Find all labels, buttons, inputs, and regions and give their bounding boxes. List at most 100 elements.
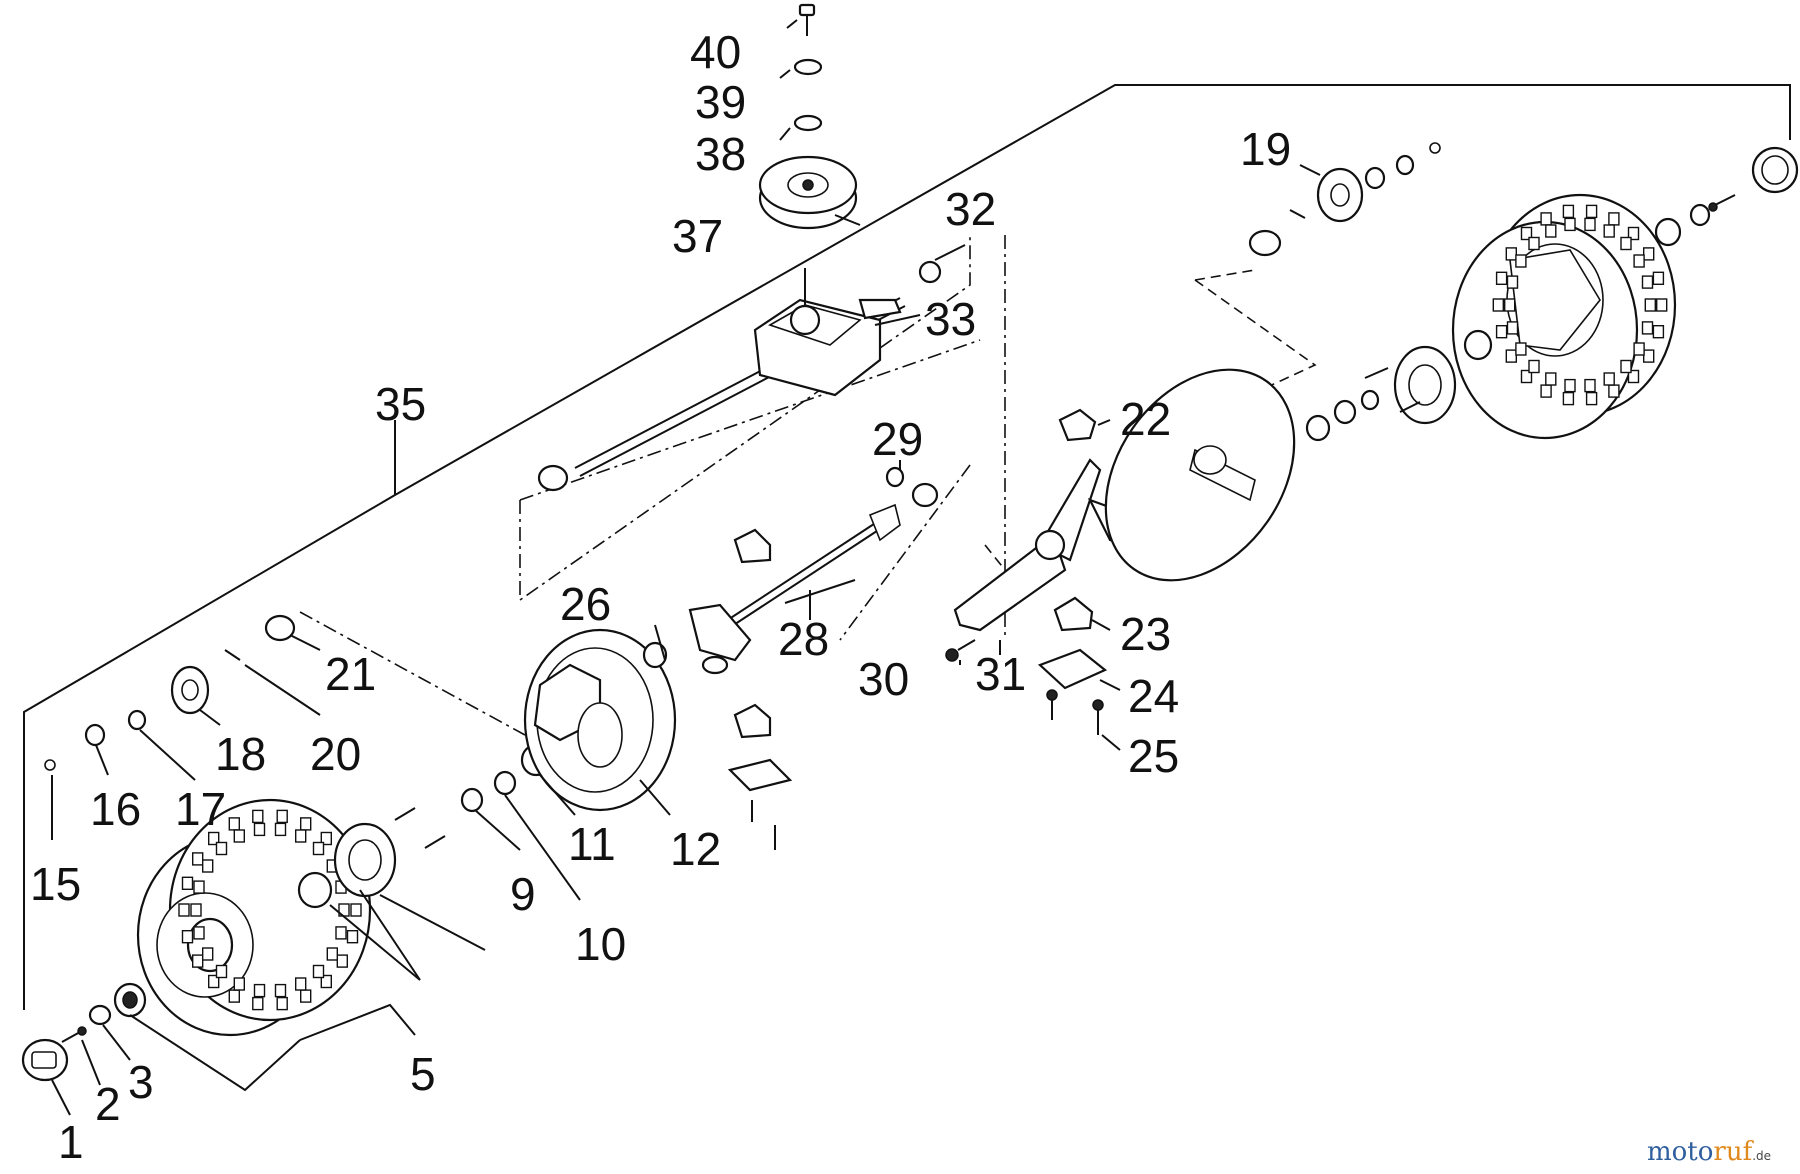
tread-block (1585, 391, 1598, 406)
gearbox (753, 268, 902, 397)
callout-12: 12 (670, 823, 721, 875)
tread-block (1505, 247, 1518, 261)
tread-block (335, 926, 347, 940)
callout-24: 24 (1128, 670, 1179, 722)
tread-block (1633, 254, 1645, 268)
tread-block (276, 809, 288, 824)
tread-block (191, 954, 204, 968)
callout-15: 15 (30, 858, 81, 910)
tread-block (1652, 325, 1665, 339)
clip-lower (727, 703, 793, 850)
tread-block (253, 983, 266, 998)
control-rod-28 (688, 503, 901, 675)
clip-23 (1053, 596, 1094, 632)
tread-block (312, 964, 325, 979)
callout-32: 32 (945, 183, 996, 235)
left-bushing (297, 871, 333, 909)
tread-block (312, 841, 325, 856)
right-disc-cover (1104, 368, 1296, 582)
tread-block (1633, 342, 1645, 356)
tread-block (1641, 275, 1654, 289)
tread-block (1652, 271, 1665, 285)
callout-21: 21 (325, 648, 376, 700)
watermark-brand-moto: moto (1647, 1137, 1713, 1167)
tread-block (1608, 212, 1620, 226)
tread-block (1584, 217, 1596, 232)
right-axle-upper-parts (1248, 142, 1441, 257)
tread-block (1503, 298, 1516, 312)
tread-block (207, 974, 220, 989)
tread-block (1603, 224, 1615, 238)
callout-22: 22 (1120, 393, 1171, 445)
tread-block (1492, 298, 1505, 312)
right-wheel (1451, 193, 1677, 440)
tread-block (1620, 359, 1632, 374)
tread-block (178, 903, 190, 917)
tread-block (193, 926, 205, 940)
tread-block (193, 880, 205, 894)
plate-24 (1037, 648, 1108, 690)
tread-block (190, 903, 202, 917)
left-drive-gear (333, 822, 397, 898)
callout-28: 28 (778, 613, 829, 665)
bushing-26 (642, 641, 668, 669)
callout-9: 9 (510, 868, 536, 920)
tread-block (295, 829, 307, 843)
left-gear-screws (394, 807, 446, 849)
tread-block (191, 852, 204, 866)
callout-33: 33 (925, 293, 976, 345)
tread-block (1564, 378, 1576, 393)
callout-30: 30 (858, 653, 909, 705)
callout-10: 10 (575, 918, 626, 970)
tread-block (295, 977, 307, 991)
callout-31: 31 (975, 648, 1026, 700)
screw-30 (945, 639, 976, 662)
tread-block (1545, 372, 1557, 386)
tread-block (300, 989, 312, 1003)
tread-block (1584, 378, 1596, 393)
watermark-logo: motoruf.de (1647, 1137, 1771, 1167)
tread-block (1545, 224, 1557, 238)
bolt-40 (798, 3, 816, 36)
tread-block (1603, 372, 1615, 386)
tread-block (252, 996, 264, 1011)
tread-block (1506, 275, 1519, 289)
callout-39: 39 (695, 76, 746, 128)
right-hubcap (1751, 146, 1799, 194)
tread-block (228, 817, 241, 831)
callout-19: 19 (1240, 123, 1291, 175)
callout-11: 11 (568, 818, 616, 870)
tread-block (233, 977, 246, 991)
tread-block (1520, 369, 1533, 384)
callout-35: 35 (375, 378, 426, 430)
callout-labels: 1 2 3 5 9 10 11 12 15 16 17 18 19 20 21 … (30, 26, 1291, 1168)
tread-block (215, 964, 228, 979)
tread-block (1515, 254, 1527, 268)
tread-block (1585, 204, 1598, 219)
screws-25 (1046, 689, 1104, 735)
tread-block (1564, 217, 1576, 232)
callout-18: 18 (215, 728, 266, 780)
tread-block (253, 822, 266, 837)
callout-37: 37 (672, 210, 723, 262)
left-washer (88, 1004, 112, 1026)
tread-block (274, 983, 287, 998)
tread-block (1627, 369, 1640, 384)
clip-22 (1058, 408, 1097, 442)
callout-20: 20 (310, 728, 361, 780)
left-hubcap (21, 1038, 69, 1082)
pulley-37 (758, 155, 858, 230)
tread-block (1540, 212, 1552, 226)
tread-block (276, 996, 288, 1011)
tread-block (1515, 342, 1527, 356)
callout-3: 3 (128, 1056, 154, 1108)
callout-26: 26 (560, 578, 611, 630)
callout-leaders (51, 19, 1321, 1116)
tread-block (233, 829, 246, 843)
tread-block (1505, 349, 1518, 363)
callout-17: 17 (175, 783, 226, 835)
callout-2: 2 (95, 1078, 121, 1130)
tread-block (201, 859, 214, 873)
tread-block (1641, 321, 1654, 335)
